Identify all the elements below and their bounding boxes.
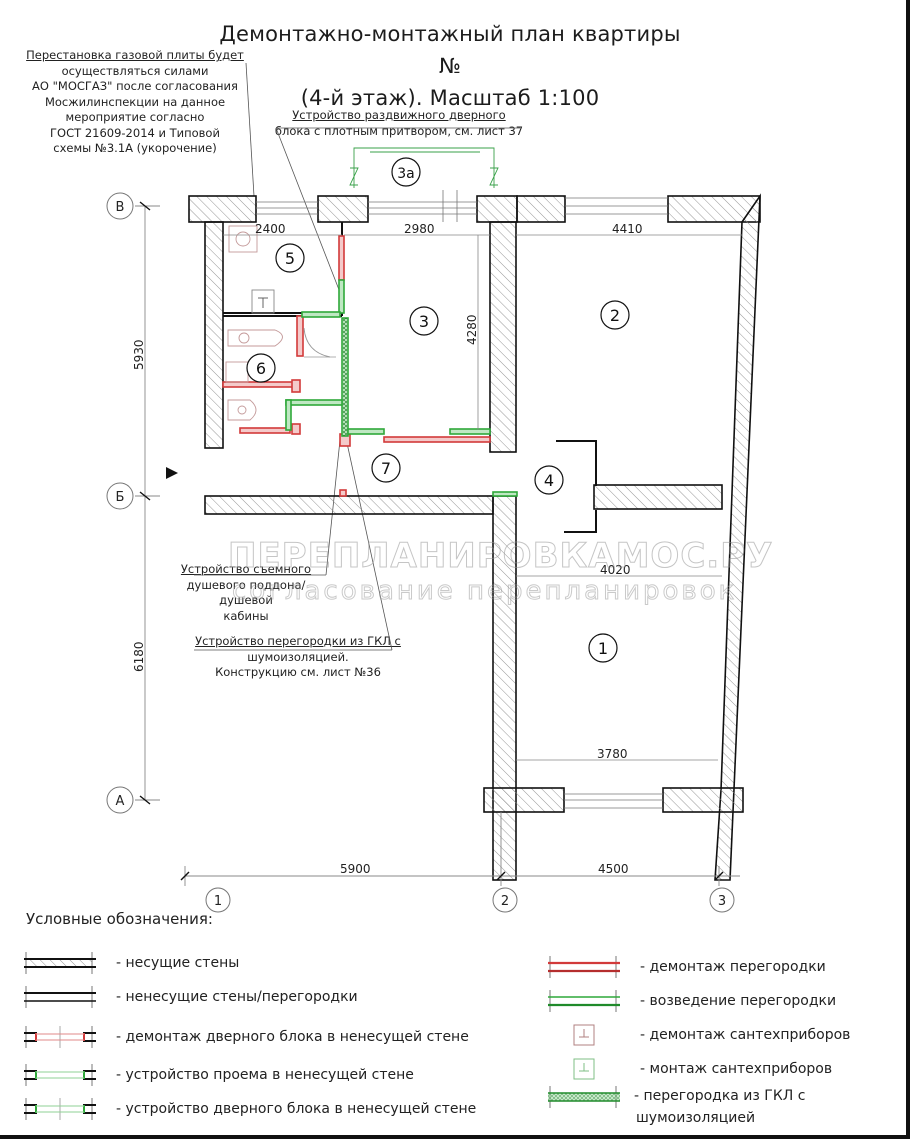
legend-item-partition-demolition: - демонтаж перегородки: [546, 956, 826, 978]
room-7-label: 7: [381, 459, 391, 478]
gas-note-line: мероприятие согласно: [65, 110, 205, 124]
horizontal-axis-dimension: [184, 812, 740, 886]
axis-row-v: В: [116, 200, 125, 215]
dim-axis-v-b: 5930: [132, 339, 146, 370]
dim-room5-width: 2400: [255, 222, 286, 236]
gas-note-heading: Перестановка газовой плиты будет: [26, 48, 244, 62]
legend-item-partition-new: - возведение перегородки: [546, 990, 836, 1012]
dim-room3-width: 2980: [404, 222, 435, 236]
legend-item-gkl-partition: - перегородка из ГКЛ с: [546, 1086, 805, 1108]
axis-col-2: 2: [501, 894, 509, 909]
gkl-heading: Устройство перегородки из ГКЛ с: [195, 634, 401, 648]
legend-item-door-demolition: - демонтаж дверного блока в ненесущей ст…: [22, 1026, 469, 1048]
gkl-line: Конструкцию см. лист №36: [215, 665, 381, 679]
room-markers: [246, 157, 630, 663]
row-axis-markers: [106, 192, 134, 814]
legend-label: - устройство дверного блока в ненесущей …: [116, 1101, 477, 1117]
opening-new-symbol-icon: [24, 1064, 96, 1086]
drawing-title: Демонтажно-монтажный план квартиры № (4-…: [210, 18, 690, 114]
room-4-label: 4: [544, 471, 554, 490]
dim-axis-2-3: 4500: [598, 862, 629, 876]
shower-heading: Устройство съемного: [180, 562, 312, 576]
gas-note-line: ГОСТ 21609-2014 и Типовой: [50, 125, 220, 140]
sliding-door-heading: Устройство раздвижного дверного: [292, 108, 506, 122]
room-1-label: 1: [598, 639, 608, 658]
new-partitions: [285, 279, 518, 497]
legend-item-opening-new: - устройство проема в ненесущей стене: [22, 1064, 414, 1086]
column-axis-markers: [205, 887, 735, 913]
dim-axis-b-a: 6180: [132, 641, 146, 672]
legend-label: - ненесущие стены/перегородки: [116, 989, 358, 1005]
legend-label: - перегородка из ГКЛ с: [634, 1088, 806, 1104]
legend-label: - демонтаж перегородки: [640, 959, 826, 975]
legend-item-partition: - ненесущие стены/перегородки: [22, 986, 358, 1008]
gas-note-line: Мосжилинспекции на данное: [44, 94, 226, 109]
door-new-symbol-icon: [24, 1098, 96, 1120]
entrance-arrow-icon: [166, 467, 178, 479]
room-3-label: 3: [419, 312, 429, 331]
legend-item-door-new: - устройство дверного блока в ненесущей …: [22, 1098, 476, 1120]
legend-item-fixture-demolition: - демонтаж сантехприборов: [546, 1024, 850, 1046]
bearing-walls: [188, 190, 761, 881]
legend-label: - устройство проема в ненесущей стене: [116, 1067, 414, 1083]
legend-label: - демонтаж сантехприборов: [640, 1027, 851, 1043]
sliding-door-outline: [349, 147, 499, 188]
legend-label: - монтаж сантехприборов: [640, 1061, 833, 1077]
legend-label: - демонтаж дверного блока в ненесущей ст…: [116, 1029, 469, 1045]
gkl-line: шумоизоляцией.: [247, 649, 349, 664]
dim-room3-height: 4280: [465, 314, 479, 345]
partition-demolition-symbol-icon: [548, 956, 620, 978]
shower-note: Устройство съемного душевого поддона/душ…: [166, 562, 326, 624]
fixture-install-symbol-icon: [573, 1058, 595, 1080]
legend-gkl-label-line2: шумоизоляцией: [636, 1110, 755, 1126]
dim-room1-top-width: 4020: [600, 563, 631, 577]
room-dimension-lines: [223, 234, 742, 761]
closet-walls: [556, 440, 597, 533]
room-5-label: 5: [285, 249, 295, 268]
dim-axis-1-2: 5900: [340, 862, 371, 876]
gas-note-line: АО "МОСГАЗ" после согласования: [32, 79, 238, 93]
gas-note-line: осуществляться силами: [61, 63, 209, 78]
axis-row-a: А: [116, 794, 125, 809]
legend-label: - возведение перегородки: [640, 993, 837, 1009]
sanitary-fixtures: [225, 225, 336, 421]
dim-room2-width: 4410: [612, 222, 643, 236]
gas-note-line: схемы №3.1А (укорочение): [53, 141, 217, 155]
legend-item-bearing-wall: - несущие стены: [22, 952, 239, 974]
title-line-2: (4-й этаж). Масштаб 1:100: [300, 86, 600, 110]
room-6-label: 6: [256, 359, 266, 378]
axis-col-3: 3: [718, 894, 726, 909]
axis-row-b: Б: [116, 490, 125, 505]
title-line-1: Демонтажно-монтажный план квартиры №: [219, 22, 681, 78]
legend-title: Условные обозначения:: [26, 910, 213, 928]
gkl-partition-symbol-icon: [548, 1086, 620, 1108]
gkl-partition: [343, 318, 347, 436]
gkl-partition-note: Устройство перегородки из ГКЛ с шумоизол…: [188, 634, 408, 681]
vertical-axis-dimension: [135, 205, 160, 801]
watermark-tagline: согласование перепланировок: [231, 576, 738, 607]
fixture-demolition-symbol-icon: [573, 1024, 595, 1046]
watermark-brand: ПЕРЕПЛАНИРОВКАМОС.РУ: [227, 536, 774, 577]
legend-label: - несущие стены: [116, 955, 240, 971]
door-demolition-symbol-icon: [24, 1026, 96, 1048]
axis-col-1: 1: [214, 894, 222, 909]
room-3a-label: 3а: [397, 166, 415, 182]
legend-item-fixture-install: - монтаж сантехприборов: [546, 1058, 832, 1080]
gkl-legend-text: - перегородка из ГКЛ с: [634, 1086, 805, 1106]
partition-new-symbol-icon: [548, 990, 620, 1012]
dim-room1-bottom-width: 3780: [597, 747, 628, 761]
room-2-label: 2: [610, 306, 620, 325]
partition-symbol-icon: [24, 986, 96, 1008]
bearing-wall-symbol-icon: [24, 952, 96, 974]
shower-line: душевого поддона/душевой: [186, 577, 306, 608]
sliding-door-note: Устройство раздвижного дверного блока с …: [274, 108, 524, 139]
gas-stove-note: Перестановка газовой плиты будет осущест…: [24, 48, 246, 157]
legend-label: шумоизоляцией: [636, 1110, 756, 1126]
shower-line: кабины: [223, 608, 269, 623]
sliding-door-line: блока с плотным притвором, см. лист 37: [274, 123, 524, 138]
